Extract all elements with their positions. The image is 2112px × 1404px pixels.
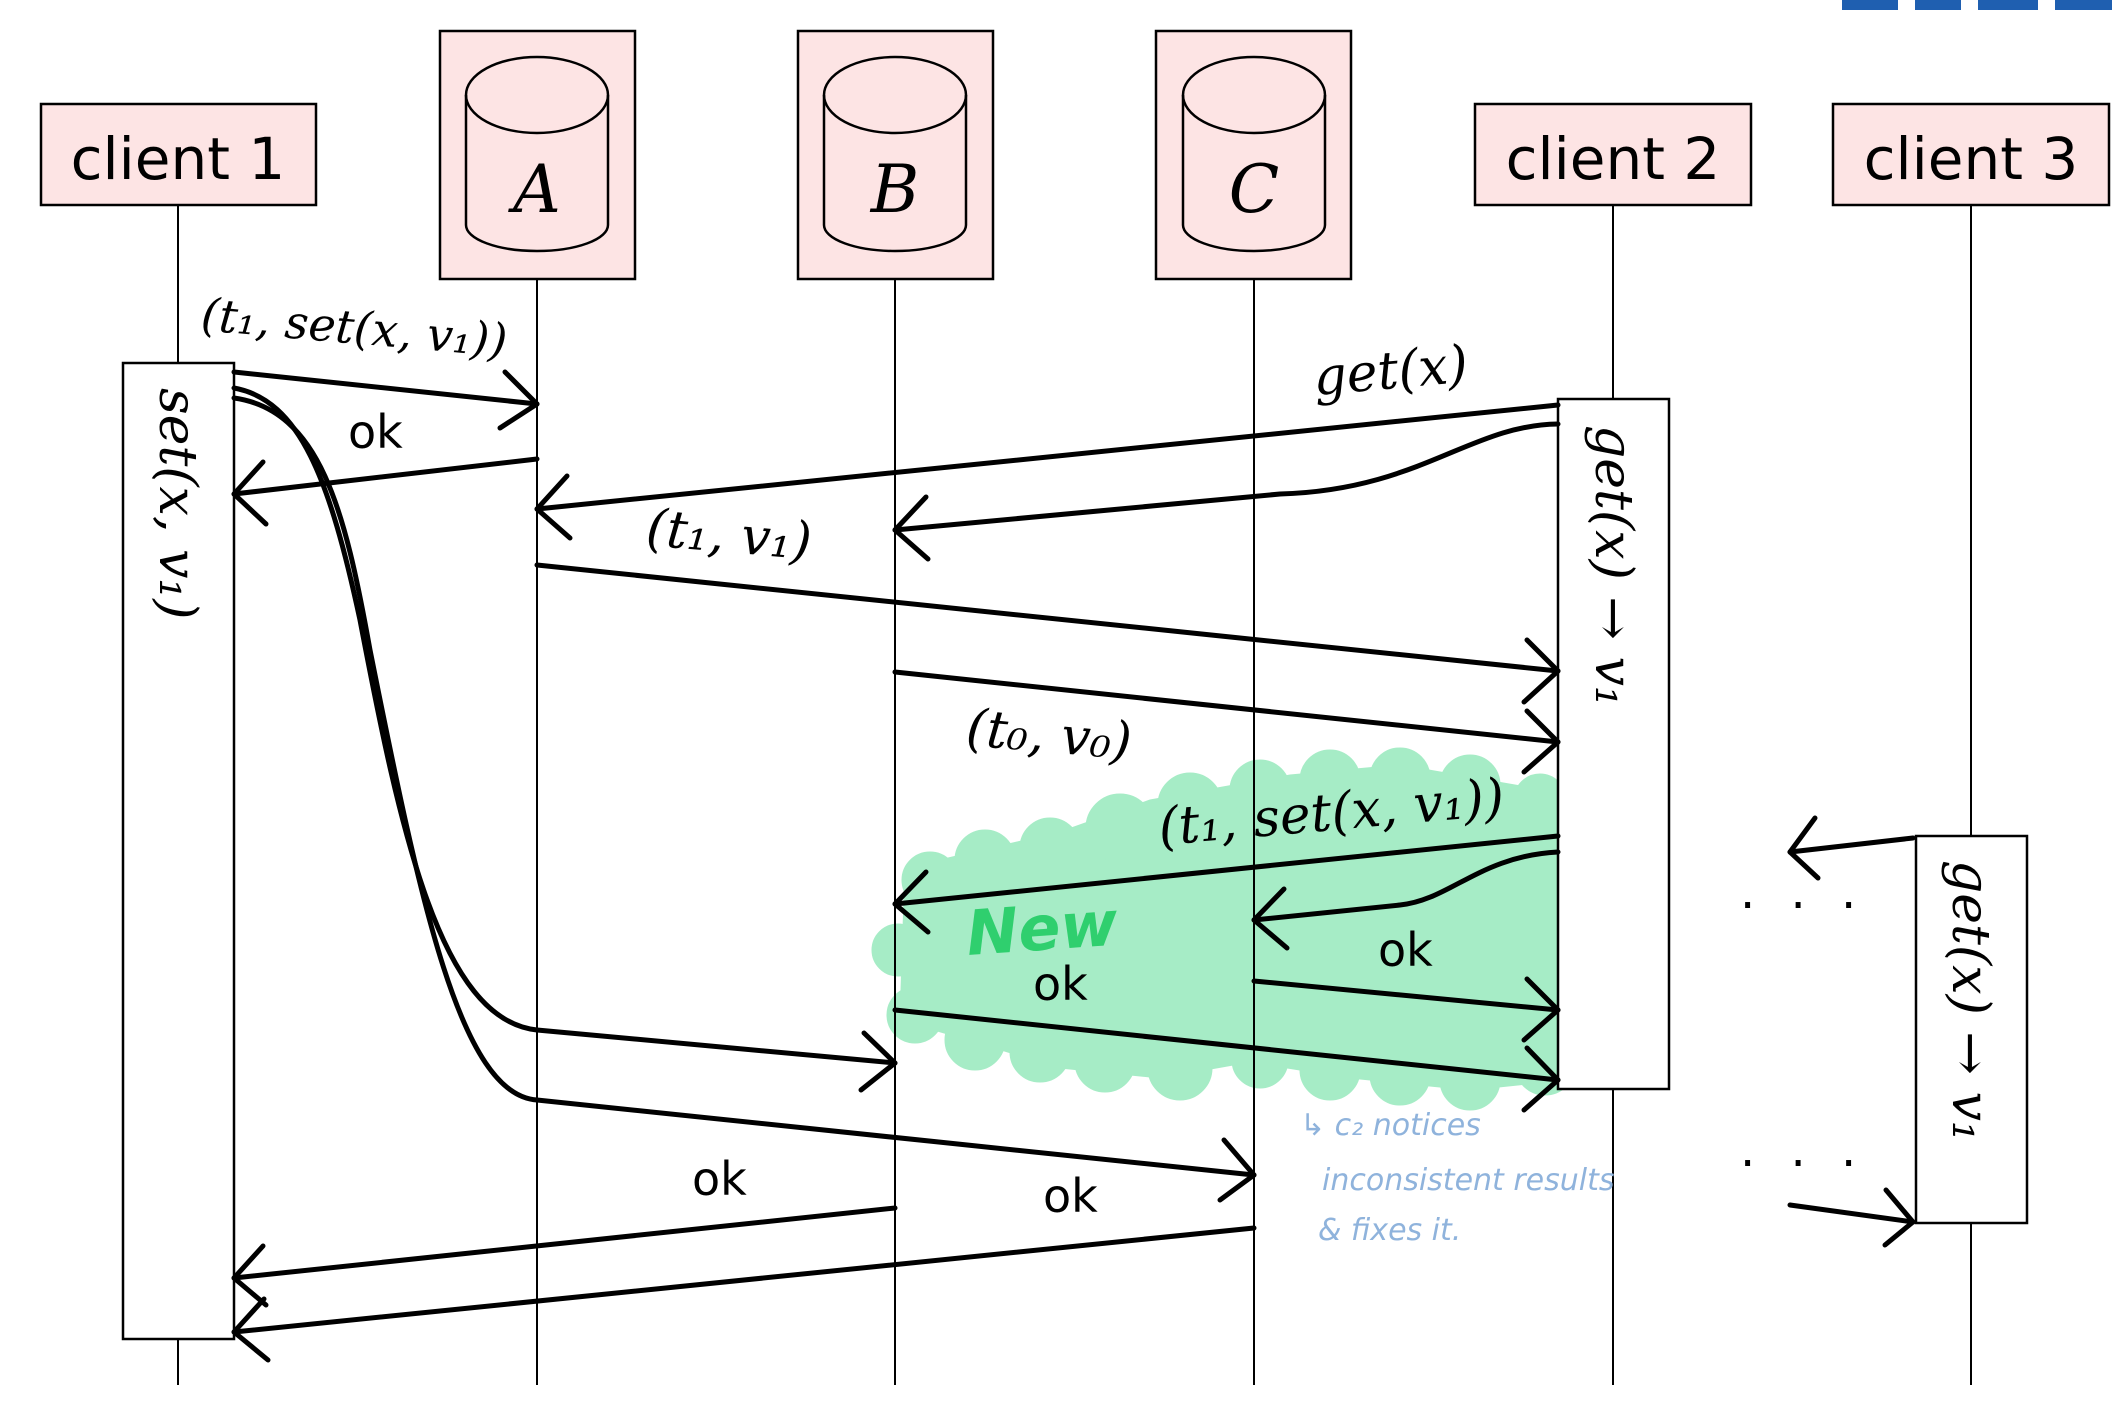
message-set-to-c	[231, 395, 1257, 1203]
label-ok-from-a: ok	[348, 405, 403, 459]
message-ok-from-a	[231, 456, 540, 527]
participant-client-2: client 2	[1473, 102, 1753, 207]
label-repair-ok-from-c: ok	[1378, 923, 1433, 977]
activation-label: set(x, v₁)	[147, 388, 207, 620]
participant-c: C	[1154, 29, 1353, 281]
message-client-3-outgoing	[1787, 815, 1916, 881]
label-set-request: (t₁, set(x, v₁))	[199, 287, 509, 368]
activation-client-2: get(x) → v₁	[1556, 397, 1671, 1091]
database-icon	[464, 55, 610, 253]
note-line-1: ↳ c₂ notices	[1300, 1108, 1481, 1143]
message-get-to-b	[892, 421, 1561, 562]
activation-client-1: set(x, v₁)	[121, 361, 236, 1341]
participant-label: client 1	[71, 125, 286, 193]
message-ok-from-b	[231, 1205, 898, 1308]
activation-label: get(x) → v₁	[1583, 425, 1643, 707]
participant-b: B	[796, 29, 995, 281]
activation-client-3: get(x) → v₁	[1914, 834, 2029, 1225]
participant-client-3: client 3	[1831, 102, 2111, 207]
participant-label: client 2	[1506, 125, 1721, 193]
label-get-request: get(x)	[1311, 335, 1470, 408]
activation-label: get(x) → v₁	[1940, 860, 2000, 1142]
label-response-from-a: (t₁, v₁)	[644, 498, 814, 572]
participant-client-1: client 1	[39, 102, 318, 207]
label-ok-from-c: ok	[1043, 1169, 1098, 1223]
new-annotation: New	[964, 887, 1121, 970]
database-label: C	[1229, 151, 1280, 228]
message-repair-ok-from-b	[892, 1007, 1561, 1113]
label-repair-ok-from-b: ok	[1033, 957, 1088, 1011]
message-client-3-incoming	[1787, 1187, 1916, 1248]
ellipsis-lower: · · ·	[1740, 1136, 1866, 1192]
message-ok-from-c	[231, 1225, 1257, 1363]
corner-logo	[1842, 0, 2112, 10]
ellipsis-upper: · · ·	[1740, 878, 1866, 934]
participant-a: A	[438, 29, 637, 281]
database-icon	[822, 55, 968, 253]
database-label: A	[507, 151, 561, 228]
participant-label: client 3	[1864, 125, 2079, 193]
message-response-from-a	[534, 562, 1561, 705]
message-get-to-a	[534, 402, 1561, 541]
message-repair-to-c	[1251, 849, 1561, 951]
handwritten-note: ↳ c₂ notices inconsistent results & fixe…	[1300, 1108, 1615, 1248]
database-icon	[1181, 55, 1327, 253]
message-set-to-a	[231, 369, 540, 431]
note-line-3: & fixes it.	[1318, 1213, 1461, 1248]
message-repair-ok-from-c	[1251, 976, 1561, 1043]
label-ok-from-b: ok	[692, 1152, 747, 1206]
database-label: B	[870, 151, 920, 228]
label-response-from-b: (t₀, v₀)	[964, 698, 1134, 772]
message-response-from-b	[892, 669, 1561, 775]
note-line-2: inconsistent results	[1322, 1163, 1615, 1198]
message-repair-to-b	[892, 833, 1561, 935]
